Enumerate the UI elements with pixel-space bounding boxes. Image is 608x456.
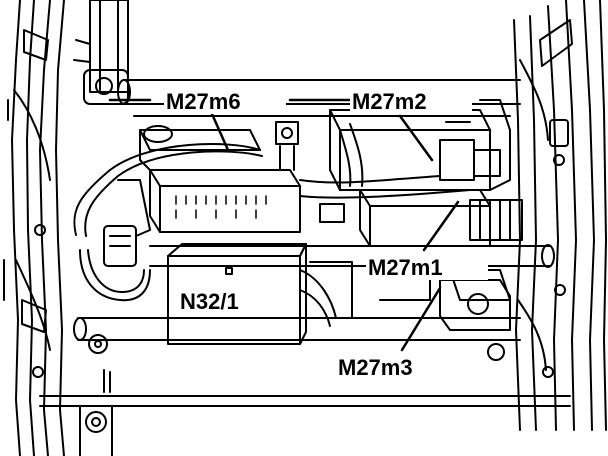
leader-m27m6: [210, 112, 230, 152]
label-m27m1: M27m1: [368, 255, 443, 280]
motor-m27m2: [329, 99, 511, 191]
leader-m27m2: [398, 114, 434, 162]
label-m27m3: M27m3: [338, 355, 413, 380]
right-seat-rail: [513, 0, 607, 431]
label-m27m2: M27m2: [352, 89, 427, 114]
left-upright: [73, 0, 129, 105]
motor-m27m1: [319, 189, 523, 247]
labels: M27m6 M27m2 M27m1 N32/1 M27m3: [164, 86, 488, 380]
leader-lines: [108, 98, 460, 352]
label-n32-1: N32/1: [180, 289, 239, 314]
control-module-n32-1: [167, 243, 353, 345]
leader-m27m3: [400, 286, 442, 352]
left-seat-rail: [3, 0, 65, 456]
leader-m27m1: [422, 200, 460, 252]
motor-m27m6: [139, 125, 261, 171]
relay-block: [149, 121, 301, 233]
label-m27m6: M27m6: [166, 89, 241, 114]
bottom-frame-bar: [39, 369, 571, 456]
motor-m27m3: [379, 277, 511, 331]
